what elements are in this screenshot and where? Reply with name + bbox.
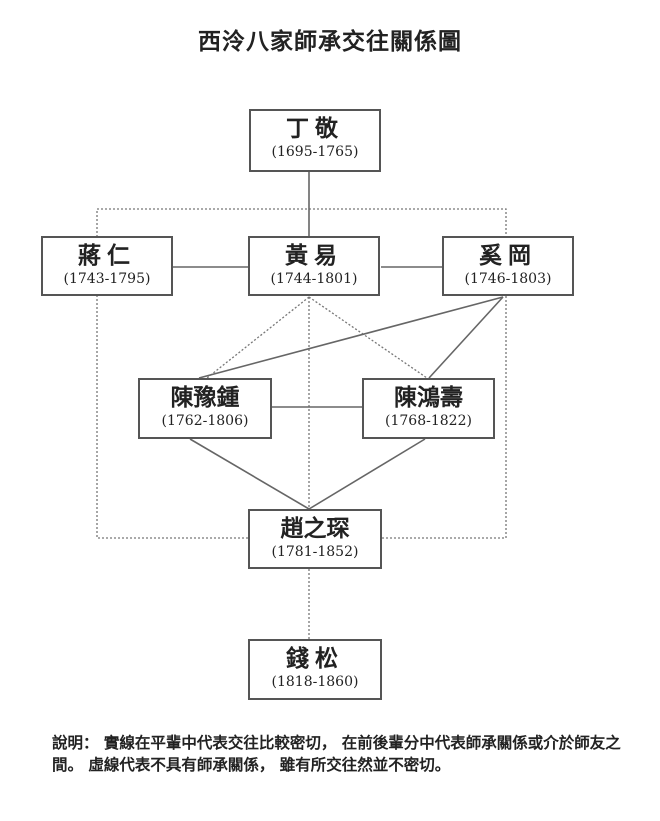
node-qian-song: 錢松 (1818-1860): [248, 639, 382, 700]
solid-link-xigang-chenhongshou: [428, 296, 504, 379]
node-jiang-ren: 蔣仁 (1743-1795): [41, 236, 173, 296]
diagram-title: 西泠八家師承交往關係圖: [198, 29, 462, 55]
dashed-link-huangyi-chenyuzhong: [206, 296, 310, 379]
solid-link-chenyuzhong-zhaozhichen: [189, 438, 310, 510]
node-xi-gang: 奚岡 (1746-1803): [442, 236, 574, 296]
dashed-link-huangyi-chenhongshou: [308, 296, 428, 379]
node-chen-hongshou: 陳鴻壽 (1768-1822): [362, 378, 495, 439]
legend-caption: 說明： 實線在平輩中代表交往比較密切， 在前後輩分中代表師承關係或介於師友之間。…: [52, 734, 621, 774]
dotted-frame: [96, 208, 507, 539]
node-ding-jing: 丁敬 (1695-1765): [249, 109, 381, 172]
node-chen-yuzhong: 陳豫鍾 (1762-1806): [138, 378, 272, 439]
solid-link-chenhongshou-zhaozhichen: [308, 438, 426, 510]
node-zhao-zhichen: 趙之琛 (1781-1852): [248, 509, 382, 569]
solid-link-xigang-chenyuzhong: [198, 296, 504, 379]
node-huang-yi: 黃易 (1744-1801): [248, 236, 380, 296]
